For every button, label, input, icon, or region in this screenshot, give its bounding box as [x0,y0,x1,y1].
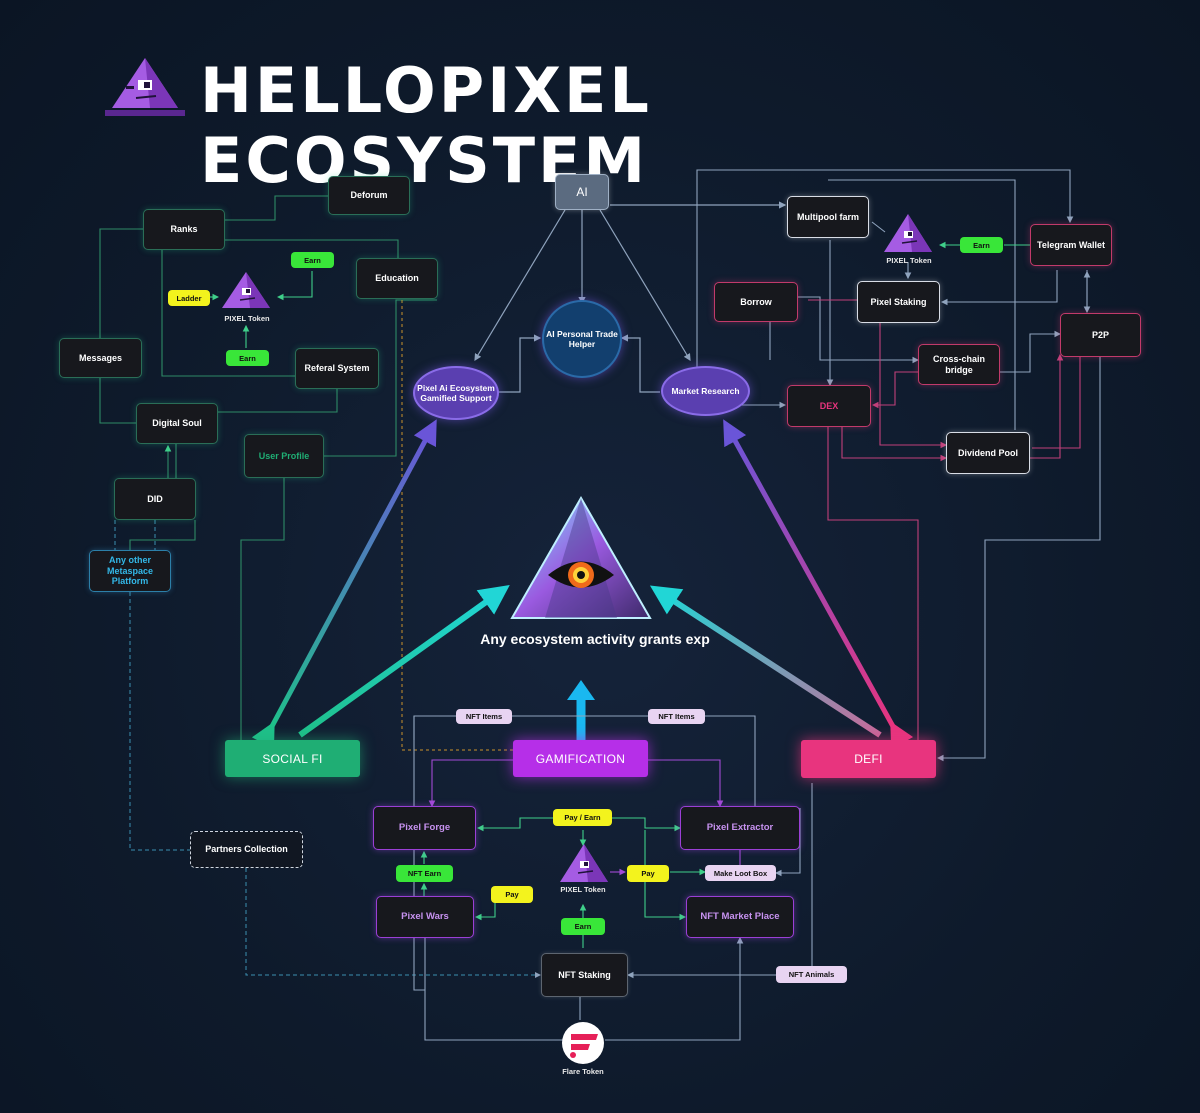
pixel-staking-node[interactable]: Pixel Staking [857,281,940,323]
digital-soul-node[interactable]: Digital Soul [136,403,218,444]
borrow-node[interactable]: Borrow [714,282,798,322]
pixel-triangle-icon [884,214,932,252]
pixel-triangle-icon [105,58,185,116]
messages-node[interactable]: Messages [59,338,142,378]
pixel-forge-node[interactable]: Pixel Forge [373,806,476,850]
earn-pill: Earn [226,350,269,366]
market-research-node[interactable]: Market Research [661,366,750,416]
pixel-token-label: PIXEL Token [560,885,606,894]
user-profile-node[interactable]: User Profile [244,434,324,478]
nft-staking-node[interactable]: NFT Staking [541,953,628,997]
dex-node[interactable]: DEX [787,385,871,427]
nft-earn-pill: NFT Earn [396,865,453,882]
pixel-triangle-icon [560,844,608,882]
did-node[interactable]: DID [114,478,196,520]
pixel-token-label: PIXEL Token [886,256,932,265]
deforum-node[interactable]: Deforum [328,176,410,215]
metaspace-node[interactable]: Any other Metaspace Platform [89,550,171,592]
earn-pill: Earn [561,918,605,935]
pay-pill: Pay [491,886,533,903]
nft-animals-pill: NFT Animals [776,966,847,983]
dividend-pool-node[interactable]: Dividend Pool [946,432,1030,474]
pixel-triangle-icon [222,272,270,308]
pay-pill: Pay [627,865,669,882]
nft-items-pill: NFT Items [456,709,512,724]
telegram-wallet-node[interactable]: Telegram Wallet [1030,224,1112,266]
ai-node[interactable]: AI [555,174,609,210]
make-loot-box-pill: Make Loot Box [705,865,776,881]
multipool-farm-node[interactable]: Multipool farm [787,196,869,238]
all-seeing-eye-icon [510,495,652,619]
flare-logo-icon [562,1022,604,1064]
pixel-wars-node[interactable]: Pixel Wars [376,896,474,938]
page-title: HELLOPIXEL ECOSYSTEM [200,54,652,197]
center-caption: Any ecosystem activity grants exp [480,631,710,647]
earn-pill: Earn [291,252,334,268]
education-node[interactable]: Education [356,258,438,299]
pixel-extractor-node[interactable]: Pixel Extractor [680,806,800,850]
nft-items-pill: NFT Items [648,709,705,724]
ladder-pill: Ladder [168,290,210,306]
defi-node[interactable]: DEFI [801,740,936,778]
ranks-node[interactable]: Ranks [143,209,225,250]
flare-token-label: Flare Token [562,1067,604,1076]
pixel-token-label: PIXEL Token [224,314,270,323]
p2p-node[interactable]: P2P [1060,313,1141,357]
pay-earn-pill: Pay / Earn [553,809,612,826]
nft-market-place-node[interactable]: NFT Market Place [686,896,794,938]
referral-system-node[interactable]: Referal System [295,348,379,389]
cross-chain-bridge-node[interactable]: Cross-chain bridge [918,344,1000,385]
earn-pill: Earn [960,237,1003,253]
social-fi-node[interactable]: SOCIAL FI [225,740,360,777]
partners-collection-node[interactable]: Partners Collection [190,831,303,868]
gamification-node[interactable]: GAMIFICATION [513,740,648,777]
pixel-ai-node[interactable]: Pixel Ai Ecosystem Gamified Support [413,366,499,420]
ai-helper-node[interactable]: AI Personal Trade Helper [542,300,622,378]
